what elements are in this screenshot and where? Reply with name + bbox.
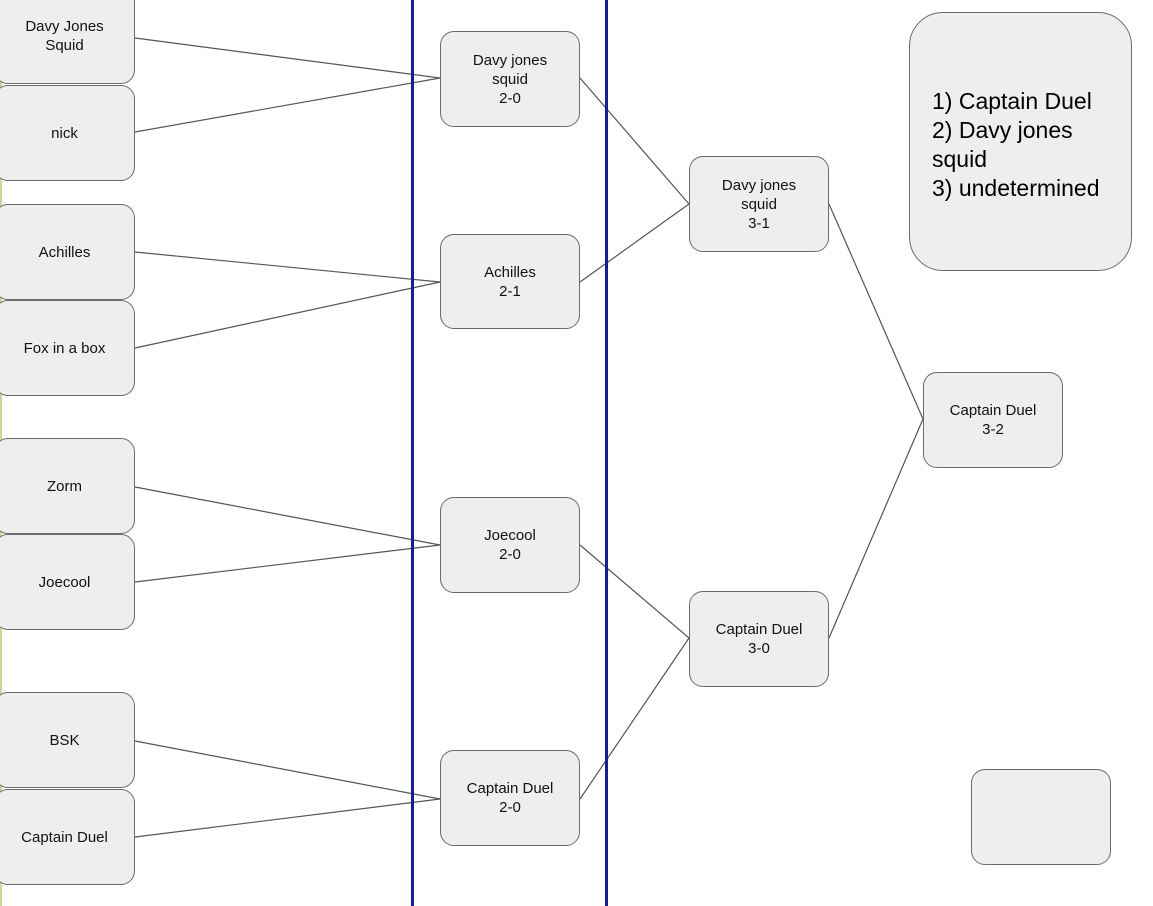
connector-line [828, 203, 924, 420]
round1-team-box: Joecool [0, 534, 135, 630]
match-score: 2-0 [499, 89, 521, 107]
team-name: BSK [49, 731, 80, 749]
standings-box: 1) Captain Duel 2) Davy jones squid 3) u… [909, 12, 1132, 271]
round2-match-box: Captain Duel 2-0 [440, 750, 580, 846]
connector-line [579, 203, 690, 283]
standing-first: 1) Captain Duel [932, 88, 1092, 114]
round1-team-box: Achilles [0, 204, 135, 300]
match-score: 2-0 [499, 799, 521, 816]
connector-line [579, 77, 690, 205]
round1-team-box: BSK [0, 692, 135, 788]
team-name: Achilles [484, 263, 536, 281]
round-divider-left [411, 0, 414, 906]
standing-third: 3) undetermined [932, 175, 1100, 201]
empty-box [971, 769, 1111, 865]
team-name: Zorm [47, 477, 82, 495]
team-name: Fox in a box [23, 339, 106, 357]
team-name: Davy Jones Squid [25, 18, 104, 54]
final-match-box: Captain Duel 3-2 [923, 372, 1063, 468]
team-name: Achilles [38, 243, 91, 261]
match-score: 3-2 [982, 421, 1004, 438]
match-score: 2-0 [499, 546, 521, 563]
match-score: 3-0 [748, 640, 770, 657]
round1-team-box: Fox in a box [0, 300, 135, 396]
round2-match-box: Joecool 2-0 [440, 497, 580, 593]
round1-team-box: nick [0, 85, 135, 181]
round-divider-right [605, 0, 608, 906]
team-name: Captain Duel [949, 402, 1037, 419]
connector-line [134, 486, 441, 546]
connector-line [134, 251, 441, 283]
team-name: Captain Duel [466, 780, 554, 797]
match-score: 3-1 [748, 214, 770, 232]
connector-line [134, 77, 441, 133]
connector-line [134, 281, 441, 349]
round1-team-box: Zorm [0, 438, 135, 534]
standing-second: 2) Davy jones squid [932, 117, 1073, 172]
team-name: Joecool [38, 573, 91, 591]
connector-line [579, 544, 690, 639]
round3-match-box: Captain Duel 3-0 [689, 591, 829, 687]
team-name: Captain Duel [715, 621, 803, 638]
connector-line [828, 418, 924, 639]
team-name: Joecool [484, 527, 536, 544]
team-name: Davy jones squid [472, 51, 548, 88]
connector-line [134, 740, 441, 800]
connector-line [579, 637, 690, 800]
connector-line [134, 798, 441, 838]
connector-line [134, 37, 441, 79]
round1-team-box: Davy Jones Squid [0, 0, 135, 84]
connector-line [134, 544, 441, 583]
round1-team-box: Captain Duel [0, 789, 135, 885]
round2-match-box: Davy jones squid 2-0 [440, 31, 580, 127]
match-score: 2-1 [499, 282, 521, 300]
round2-match-box: Achilles 2-1 [440, 234, 580, 329]
team-name: Captain Duel [21, 828, 108, 846]
team-name: nick [51, 124, 78, 142]
round3-match-box: Davy jones squid 3-1 [689, 156, 829, 252]
team-name: Davy jones squid [721, 176, 797, 213]
